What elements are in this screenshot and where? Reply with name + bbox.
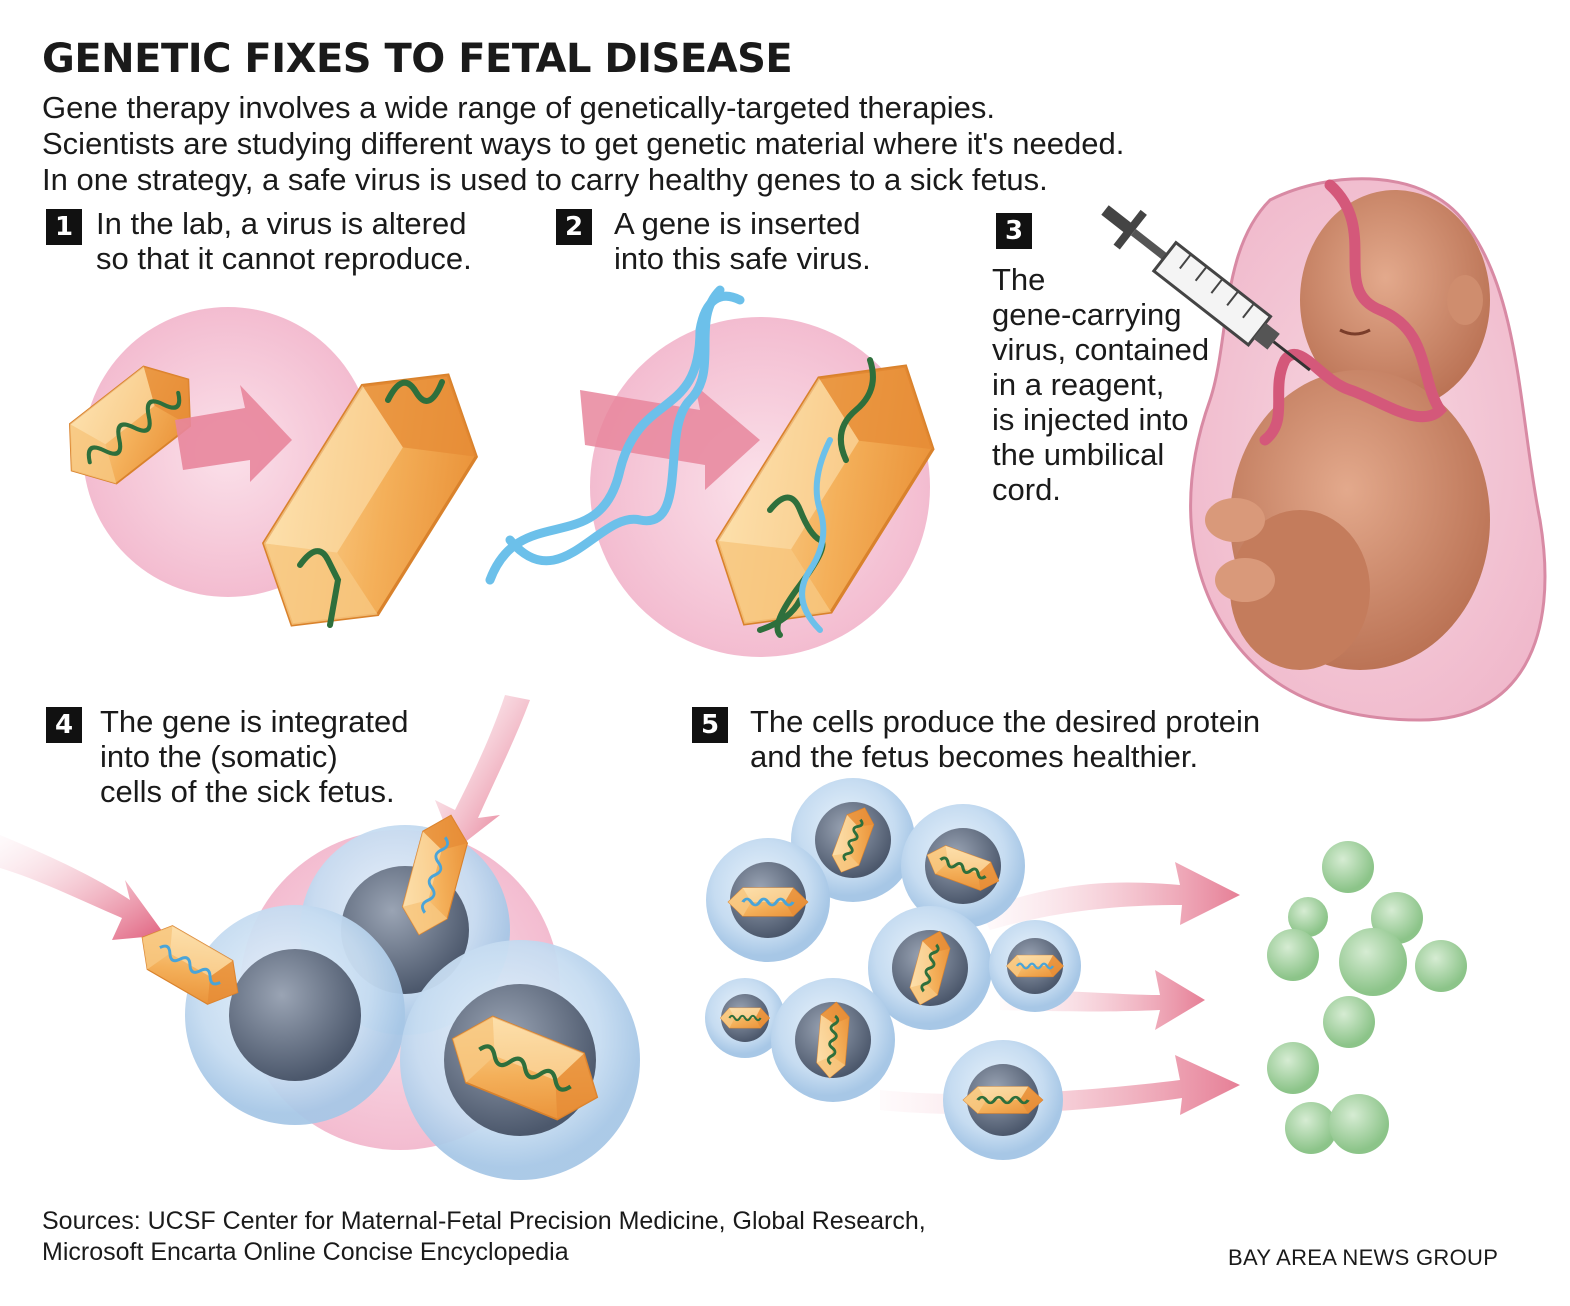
protein-sphere-icon — [1267, 841, 1467, 1154]
umbilical-cord-icon — [1259, 179, 1448, 446]
virus-capsule-icon — [962, 1086, 1044, 1114]
virus-capsule-icon — [815, 1000, 851, 1080]
virus-capsule-icon — [905, 927, 955, 1009]
virus-capsule-icon — [1006, 954, 1064, 978]
step-number-badge: 3 — [996, 213, 1032, 249]
step-line: The — [992, 262, 1046, 297]
fetus-icon — [1205, 190, 1490, 670]
step-number-badge: 5 — [692, 707, 728, 743]
virus-capsule-icon — [396, 808, 474, 942]
step-line: cord. — [992, 472, 1061, 507]
step4-illustration — [0, 695, 640, 1180]
sources-line: Microsoft Encarta Online Concise Encyclo… — [42, 1238, 569, 1266]
step-text: The gene-carrying virus, contained in a … — [992, 262, 1209, 507]
virus-capsule-icon — [129, 915, 251, 1015]
step-line: The gene is integrated — [100, 704, 409, 739]
step1-illustration — [47, 307, 507, 663]
step3-illustration — [1101, 177, 1547, 722]
step-line: is injected into — [992, 402, 1189, 437]
step-line: and the fetus becomes healthier. — [750, 739, 1199, 774]
intro-line: Scientists are studying different ways t… — [42, 126, 1125, 161]
dna-strand-icon — [485, 285, 833, 633]
step-line: so that it cannot reproduce. — [96, 241, 472, 276]
arrow-icon — [435, 695, 530, 850]
step-number-badge: 4 — [46, 707, 82, 743]
intro-line: Gene therapy involves a wide range of ge… — [42, 90, 995, 125]
virus-capsule-icon — [720, 1007, 770, 1029]
step-line: in a reagent, — [992, 367, 1165, 402]
step-text: In the lab, a virus is altered so that i… — [96, 206, 472, 276]
virus-capsule-icon — [438, 1004, 612, 1132]
step-line: gene-carrying — [992, 297, 1182, 332]
arrow-icon — [175, 385, 292, 482]
arrow-icon — [980, 862, 1240, 930]
step-line: virus, contained — [992, 332, 1210, 367]
step2-illustration — [485, 285, 965, 662]
step-text: The gene is integrated into the (somatic… — [100, 704, 409, 809]
step-line: into this safe virus. — [614, 241, 871, 276]
arrow-icon — [1000, 970, 1205, 1030]
step-line: into the (somatic) — [100, 739, 338, 774]
cell-icon — [185, 905, 405, 1125]
sources: Sources: UCSF Center for Maternal-Fetal … — [42, 1206, 926, 1268]
step-line: cells of the sick fetus. — [100, 774, 395, 809]
step-line: In the lab, a virus is altered — [96, 206, 467, 241]
page-title: GENETIC FIXES TO FETAL DISEASE — [42, 36, 793, 82]
step-number-badge: 1 — [46, 209, 82, 245]
virus-capsule-icon — [47, 348, 213, 502]
virus-capsule-icon — [921, 840, 1005, 896]
intro-text: Gene therapy involves a wide range of ge… — [42, 90, 1282, 198]
virus-capsule-icon — [727, 887, 809, 917]
syringe-icon — [1101, 205, 1311, 372]
virus-capsule-icon — [827, 802, 879, 878]
step-number-badge: 2 — [556, 209, 592, 245]
arrow-icon — [580, 385, 760, 490]
step-line: The cells produce the desired protein — [750, 704, 1261, 739]
arrow-icon — [0, 835, 165, 940]
intro-line: In one strategy, a safe virus is used to… — [42, 162, 1048, 197]
gene-strand-icon — [297, 379, 445, 628]
credit: BAY AREA NEWS GROUP — [1228, 1245, 1499, 1270]
sources-line: Sources: UCSF Center for Maternal-Fetal … — [42, 1207, 926, 1235]
step-text: The cells produce the desired protein an… — [750, 704, 1260, 774]
step-line: the umbilical — [992, 437, 1165, 472]
step-line: A gene is inserted — [614, 206, 861, 241]
step5-illustration — [705, 778, 1467, 1160]
step-text: A gene is inserted into this safe virus. — [614, 206, 871, 276]
